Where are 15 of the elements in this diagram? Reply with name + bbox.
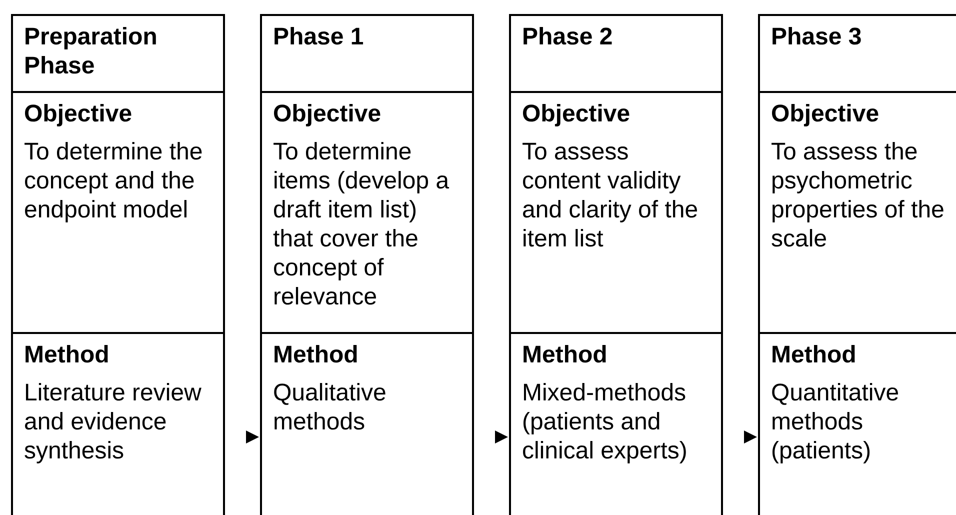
header-cell: Phase 3 [758, 14, 956, 93]
arrow [495, 430, 508, 444]
arrow [744, 430, 757, 444]
arrow [246, 430, 259, 444]
header-cell: Phase 2 [509, 14, 723, 93]
header-cell: Phase 1 [260, 14, 474, 93]
method-cell: Method Qualitative methods [260, 332, 474, 515]
method-cell: Method Quantitative methods (patients) [758, 332, 956, 515]
header-cell: Preparation Phase [11, 14, 225, 93]
objective-cell: Objective To assess content validity and clarity of the item list [509, 91, 723, 334]
method-cell: Method Literature review and evidence synthesis [11, 332, 225, 515]
objective-cell: Objective To determine the concept and the endpoint model [11, 91, 225, 334]
method-cell: Method Mixed-methods (patients and clinical experts) [509, 332, 723, 515]
objective-cell: Objective To assess the psychometric properties of the scale [758, 91, 956, 334]
objective-cell: Objective To determine items (develop a draft item list) that cover the concept of relevance [260, 91, 474, 334]
